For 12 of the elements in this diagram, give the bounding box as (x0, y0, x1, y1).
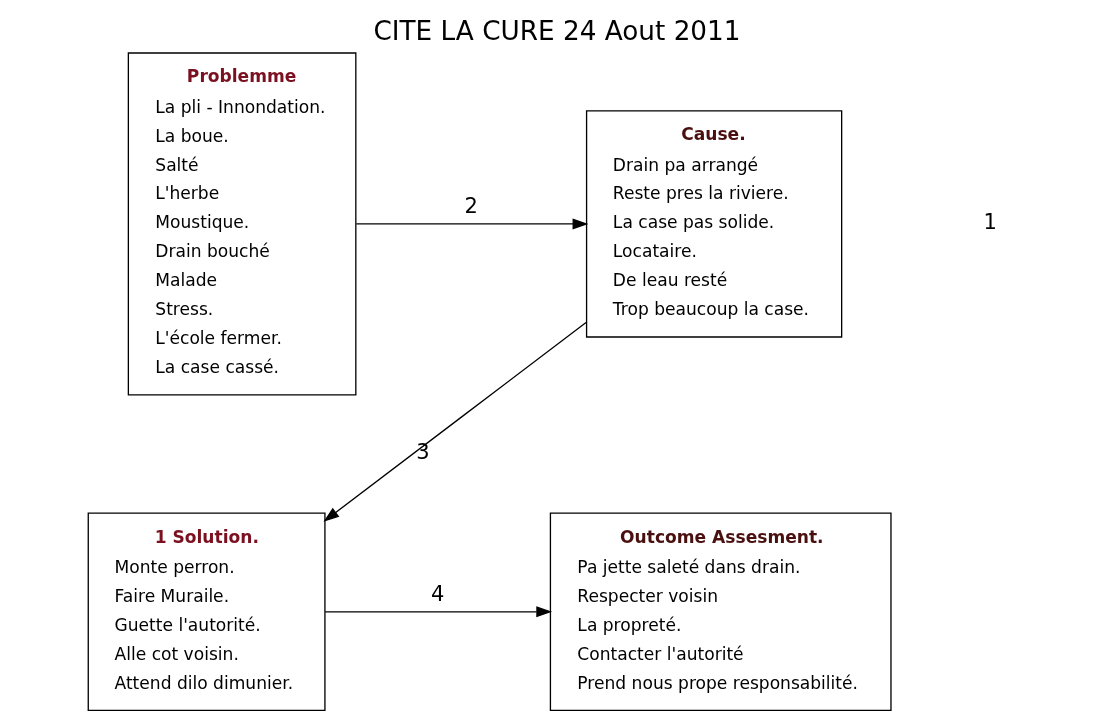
arrow (322, 321, 587, 522)
edge-label: 4 (430, 581, 444, 607)
node-box: Cause. Drain pa arrangé Reste pres la riviere. La case pas solide. Locataire. De leau resté Trop beaucoup la case. (585, 110, 842, 338)
diagram-title: CITE LA CURE 24 Aout 2011 (372, 15, 741, 46)
node-box: Problemme La pli - Innondation. La boue. Salté L'herbe Moustique. Drain bouché Malade Stress. L'école fermer. La case cassé. (127, 52, 356, 396)
arrow (324, 606, 552, 618)
edge-label: 2 (464, 193, 478, 219)
arrow (355, 218, 588, 230)
label: 1 (983, 208, 997, 234)
edge-label: 3 (415, 439, 430, 465)
node-box: Outcome Assesment. Pa jette saleté dans drain. Respecter voisin La propreté. Contacter l'autorité Prend nous prope responsabilité. (549, 512, 892, 712)
node-box: 1 Solution. Monte perron. Faire Muraile. Guette l'autorité. Alle cot voisin. Attend dilo dimunier. (87, 512, 326, 712)
